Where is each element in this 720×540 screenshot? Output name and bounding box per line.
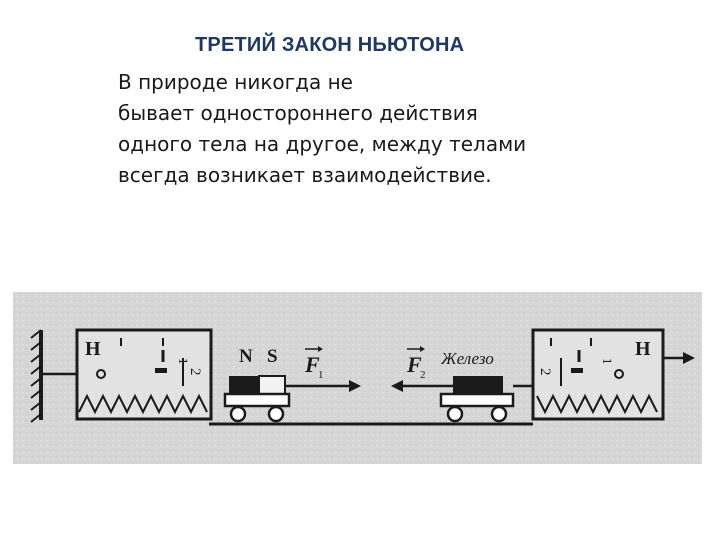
iron-cart: F 2 Железо	[391, 346, 533, 423]
body-line: одного тела на другое, между телами	[118, 132, 527, 156]
cart-wheel	[490, 405, 508, 423]
iron-block	[453, 376, 503, 394]
right-meter-pivot	[614, 369, 624, 379]
left-meter-unit: Н	[85, 338, 101, 360]
magnet-pole-n: N	[239, 346, 253, 367]
force-label-f2: F	[406, 352, 422, 377]
right-scale-mark: 1	[600, 358, 615, 365]
magnet-cart: N S F 1	[223, 346, 361, 423]
force-sub-f2: 2	[420, 369, 426, 381]
slide-title: ТРЕТИЙ ЗАКОН НЬЮТОНА	[195, 34, 465, 56]
cart-body-left	[223, 392, 291, 408]
magnet-north-half	[229, 376, 259, 394]
left-spring	[78, 393, 208, 415]
body-line: бывает одностороннего действия	[118, 101, 478, 125]
cart-body-right	[439, 392, 515, 408]
body-line: всегда возникает взаимодействие.	[118, 163, 492, 187]
left-meter-pointer	[155, 368, 167, 373]
right-meter-unit: Н	[635, 338, 651, 360]
right-spring	[536, 393, 658, 415]
left-dynamometer: Н 1 2	[75, 328, 213, 421]
cart-wheel	[446, 405, 464, 423]
diagram-svg: Н 1 2 N S F 1	[13, 292, 702, 464]
left-meter-pivot	[96, 369, 106, 379]
force-label-f1: F	[304, 352, 320, 377]
newton-third-law-diagram: Н 1 2 N S F 1	[13, 292, 702, 464]
force-sub-f1: 1	[318, 369, 324, 381]
slide-body: В природе никогда не бывает односторонне…	[118, 67, 638, 191]
cart-wheel	[267, 405, 285, 423]
right-scale-mark: 2	[537, 368, 553, 376]
magnet-south-half	[258, 375, 286, 395]
cart-wheel	[229, 405, 247, 423]
iron-label: Железо	[440, 349, 494, 368]
left-scale-mark: 2	[187, 368, 203, 376]
body-line: В природе никогда не	[118, 70, 353, 94]
magnet-pole-s: S	[267, 346, 278, 367]
right-dynamometer: Н 2 1	[531, 328, 695, 421]
right-meter-pointer	[571, 368, 583, 373]
wall	[30, 329, 77, 423]
